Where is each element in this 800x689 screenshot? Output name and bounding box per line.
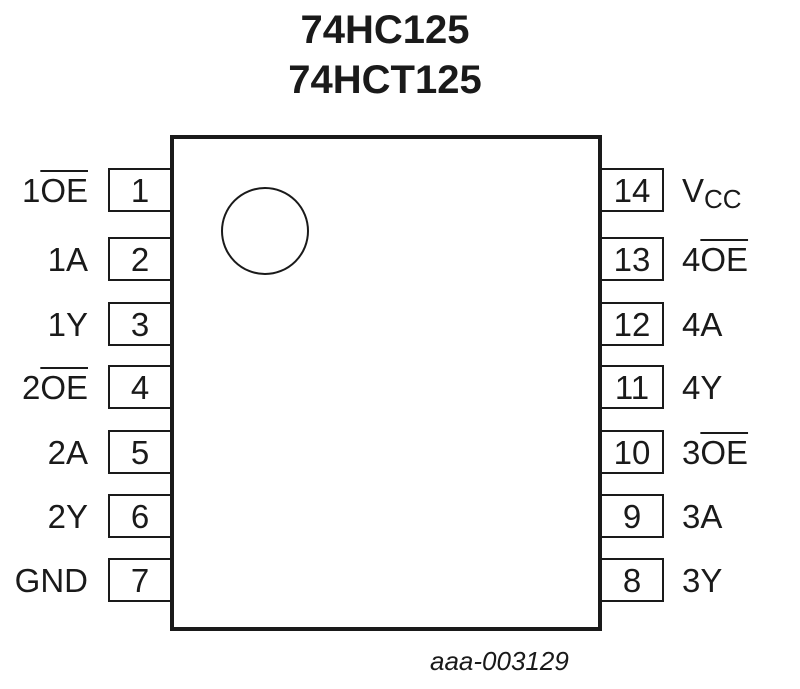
chip-title-74hc125: 74HC125: [300, 8, 470, 52]
pin-number: 4: [130, 368, 150, 406]
pin-label-4a: 4A: [682, 306, 723, 343]
pin-box-12: 12: [600, 302, 664, 346]
pin-box-9: 9: [600, 494, 664, 538]
pin-label-2a: 2A: [47, 434, 88, 471]
pin-label-3y: 3Y: [682, 562, 723, 599]
pin-number: 1: [130, 171, 150, 209]
pin-box-2: 2: [108, 237, 172, 281]
pin-box-6: 6: [108, 494, 172, 538]
pin-number: 11: [614, 368, 650, 406]
pin-number: 13: [613, 240, 651, 278]
pin-label-1oe: 1OE: [21, 172, 88, 209]
pin-number: 12: [613, 305, 651, 343]
pin-label-2oe: 2OE: [21, 369, 88, 406]
pin-number: 7: [130, 561, 150, 599]
pin-number: 14: [613, 171, 651, 209]
pin-box-7: 7: [108, 558, 172, 602]
pin1-indicator-dot: [221, 187, 309, 275]
pin-label-2y: 2Y: [47, 498, 88, 535]
pin-label-3a: 3A: [682, 498, 723, 535]
pin-box-4: 4: [108, 365, 172, 409]
pin-number: 2: [130, 240, 150, 278]
pin-label-gnd: GND: [14, 562, 88, 599]
pin-box-8: 8: [600, 558, 664, 602]
pin-box-10: 10: [600, 430, 664, 474]
pin-box-14: 14: [600, 168, 664, 212]
figure-reference-id: aaa-003129: [430, 646, 569, 676]
pin-label-4y: 4Y: [682, 369, 723, 406]
pin-box-1: 1: [108, 168, 172, 212]
pin-box-3: 3: [108, 302, 172, 346]
chip-title-74hct125: 74HCT125: [288, 58, 482, 102]
pin-box-13: 13: [600, 237, 664, 281]
pin-label-1a: 1A: [47, 241, 88, 278]
pin-box-11: 11: [600, 365, 664, 409]
pin-number: 6: [130, 497, 150, 535]
pin-box-5: 5: [108, 430, 172, 474]
pin-number: 3: [130, 305, 150, 343]
pin-number: 10: [613, 433, 651, 471]
pin-label-4oe: 4OE: [682, 241, 749, 278]
pin-number: 9: [622, 497, 642, 535]
pin-label-1y: 1Y: [47, 306, 88, 343]
pin-label-vcc: VCC: [682, 172, 742, 214]
pin-label-3oe: 3OE: [682, 434, 749, 471]
pin-number: 8: [622, 561, 642, 599]
pin-number: 5: [130, 433, 150, 471]
